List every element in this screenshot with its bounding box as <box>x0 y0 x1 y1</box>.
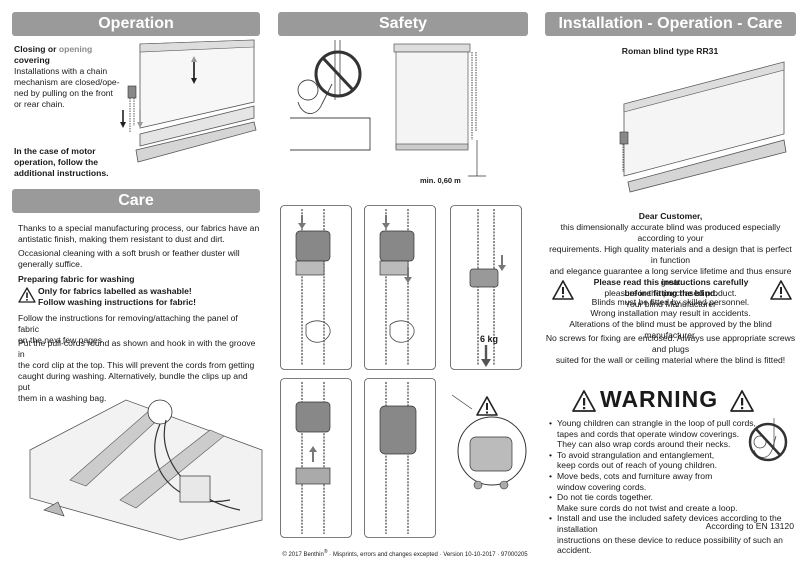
warning-item: • Move beds, cots and furniture away fro… <box>549 470 713 492</box>
warning-triangle-icon <box>18 287 36 303</box>
header-operation: Operation <box>12 12 260 36</box>
child-cord-prohibition-icon <box>748 418 788 462</box>
warning-list: • Young children can strangle in the loo… <box>549 418 793 556</box>
warning-triangle-icon <box>572 390 596 412</box>
warning-item: • Young children can strangle in the loo… <box>549 418 756 450</box>
roman-blind-operation-illustration <box>120 39 257 163</box>
warning-item: • Do not tie cords together.Make sure co… <box>549 492 738 513</box>
chain-clip-panel-3 <box>450 205 522 370</box>
care-paragraph-1: Thanks to a special manufacturing proces… <box>18 223 260 244</box>
cord-clip-washing-illustration <box>29 399 263 541</box>
operation-body: Installations with a chain mechanism are… <box>14 66 120 109</box>
header-safety: Safety <box>278 12 528 36</box>
child-cord-prohibition-illustration <box>290 40 371 151</box>
preparing-heading: Preparing fabric for washing <box>18 274 135 284</box>
warning-triangle-icon <box>552 280 574 300</box>
fitting-notes: Blinds must be fitted by skilled personn… <box>569 297 772 340</box>
care-paragraph-4: Put the pull-cords round as shown and ho… <box>18 338 256 403</box>
mounted-blind-illustration <box>393 43 486 177</box>
header-installation: Installation - Operation - Care <box>545 12 796 36</box>
chain-clip-panel-4 <box>280 378 352 538</box>
warning-triangle-icon <box>476 396 498 416</box>
warning-item: • Install and use the included safety de… <box>549 513 783 556</box>
care-paragraph-3: Follow the instructions for removing/att… <box>18 313 238 345</box>
min-height-label: min. 0,60 m <box>420 176 461 185</box>
warning-triangle-icon <box>730 390 754 412</box>
washable-warning: Only for fabrics labelled as washable!Fo… <box>38 286 197 307</box>
warning-title: WARNING <box>600 386 719 412</box>
chain-clip-panel-5 <box>364 378 436 538</box>
header-care: Care <box>12 189 260 213</box>
roman-blind-product-illustration <box>619 61 787 193</box>
chain-clip-panel-1 <box>280 205 352 370</box>
screws-note: No screws for fixing are enclosed. Alway… <box>545 333 796 365</box>
product-name: Roman blind type RR31 <box>621 46 719 56</box>
operation-heading: Closing or opening covering <box>14 44 93 65</box>
standard-reference: According to EN 13120 <box>705 521 794 531</box>
motor-note: In the case of motor operation, follow t… <box>14 146 109 178</box>
warning-item: • To avoid strangulation and entanglemen… <box>549 449 718 471</box>
chain-clip-panel-2 <box>364 205 436 370</box>
clip-detail-illustration <box>451 394 527 490</box>
warning-triangle-icon <box>770 280 792 300</box>
dear-customer-block: Dear Customer, this dimensionally accura… <box>549 211 792 309</box>
footer: © 2017 Benthin® · Misprints, errors and … <box>282 549 528 558</box>
weight-label: 6 kg <box>480 334 499 344</box>
care-paragraph-2: Occasional cleaning with a soft brush or… <box>18 248 240 269</box>
